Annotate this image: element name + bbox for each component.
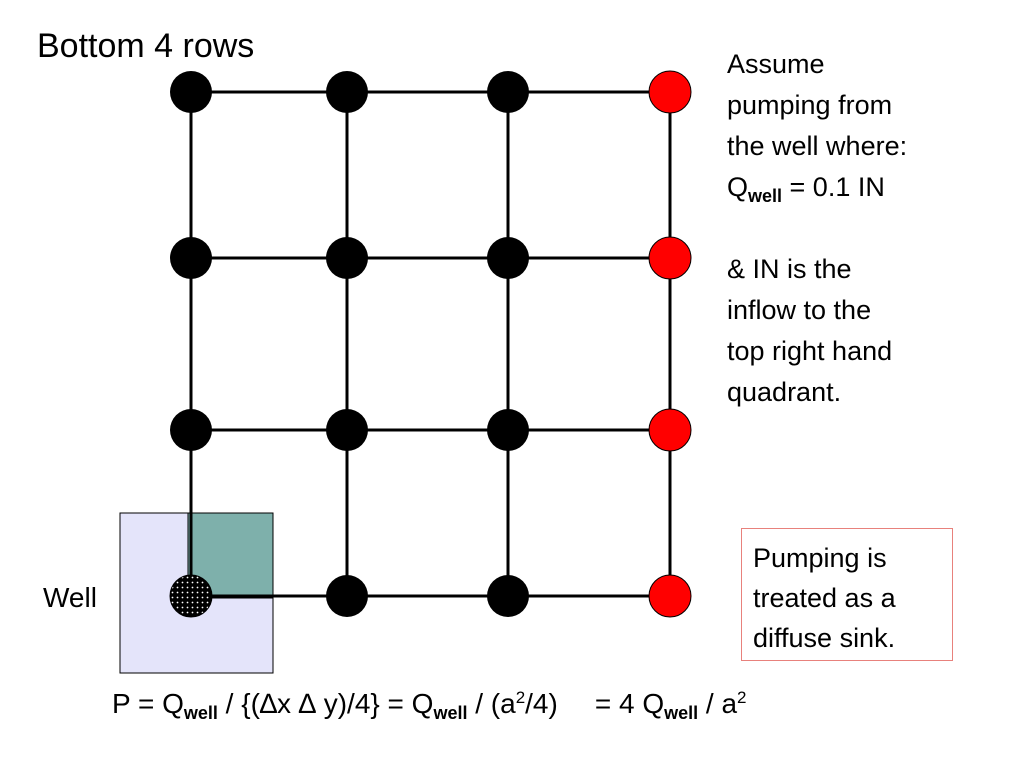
node-interior — [170, 237, 212, 279]
q-symbol: Q — [727, 172, 749, 202]
diffuse-sink-callout: Pumping is treated as a diffuse sink. — [741, 528, 953, 661]
note-line: inflow to the — [727, 295, 872, 325]
callout-line: Pumping is — [753, 543, 887, 573]
formula-part: P = Q — [112, 688, 184, 719]
node-interior — [487, 575, 529, 617]
callout-line: diffuse sink. — [753, 623, 896, 653]
formula-superscript: 2 — [515, 688, 526, 707]
formula-subscript: well — [664, 703, 699, 723]
pumping-formula: P = Qwell / {(∆x ∆ y)/4} = Qwell / (a2/4… — [112, 684, 747, 724]
note-line: Assume — [727, 49, 825, 79]
note-line: pumping from — [727, 90, 893, 120]
assumption-note: Assume pumping from the well where: Qwel… — [727, 44, 1012, 413]
note-line: quadrant. — [727, 377, 842, 407]
note-line: & IN is the — [727, 254, 852, 284]
note-line: the well where: — [727, 131, 908, 161]
formula-subscript: well — [183, 703, 218, 723]
node-interior — [326, 409, 368, 451]
formula-part: /4) — [525, 688, 558, 719]
formula-part: = 4 Q — [594, 688, 665, 719]
q-subscript: well — [748, 186, 783, 206]
formula-superscript: 2 — [737, 688, 747, 707]
formula-subscript: well — [433, 703, 468, 723]
formula-part: / {(∆x ∆ y)/4} = Q — [217, 688, 434, 719]
node-boundary — [648, 236, 692, 280]
well-label: Well — [43, 582, 97, 613]
node-boundary — [648, 574, 692, 618]
node-boundary — [648, 70, 692, 114]
node-interior — [487, 237, 529, 279]
callout-line: treated as a — [753, 583, 896, 613]
node-interior — [326, 71, 368, 113]
note-line: top right hand — [727, 336, 893, 366]
node-interior — [170, 409, 212, 451]
node-interior — [487, 409, 529, 451]
node-interior — [326, 237, 368, 279]
formula-part: / (a — [467, 688, 516, 719]
note-q-well-line: Qwell = 0.1 IN — [727, 167, 1012, 208]
node-interior — [487, 71, 529, 113]
formula-part: / a — [698, 688, 738, 719]
node-interior — [326, 575, 368, 617]
well-node — [169, 574, 213, 618]
node-boundary — [648, 408, 692, 452]
node-interior — [170, 71, 212, 113]
slide-title: Bottom 4 rows — [37, 27, 255, 65]
q-rhs: = 0.1 IN — [782, 172, 885, 202]
